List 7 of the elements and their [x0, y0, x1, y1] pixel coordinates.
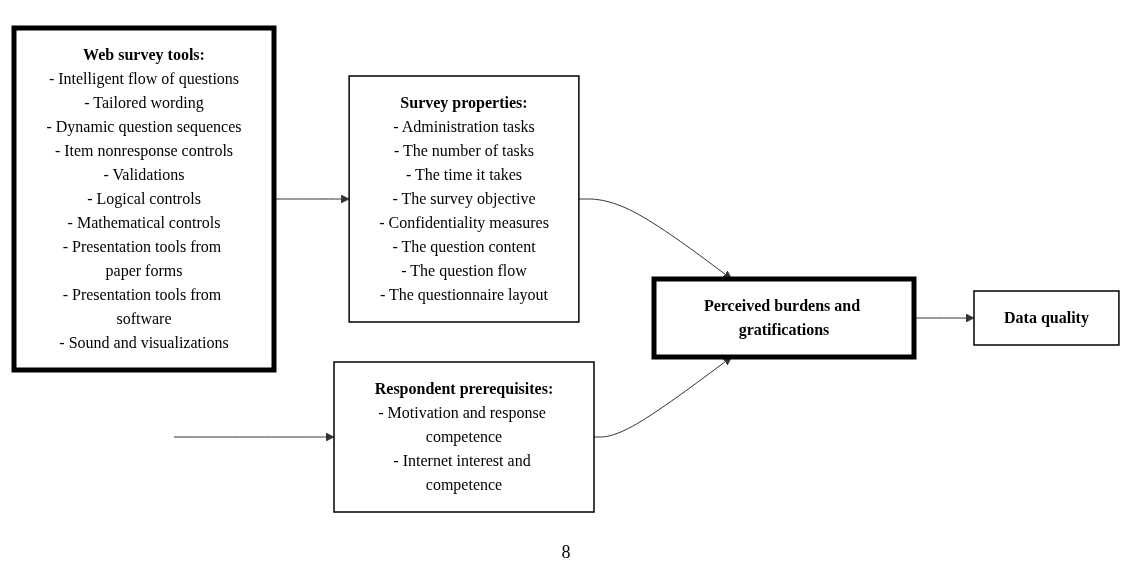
- node-box: Data quality: [972, 290, 1120, 346]
- arrow: [173, 432, 334, 442]
- node-box: Perceived burdens and gratifications: [651, 276, 917, 360]
- node-box: Web survey tools: - Intelligent flow of questions - Tailored wording - Dynamic question sequences - Item nonresponse controls - Validations - Logical controls - Mathematical controls - Presentation tools from paper forms - Presentation tools from software - Sound and visualizations: [11, 25, 277, 373]
- page-number: 8: [561, 542, 571, 562]
- node-box: Survey properties: - Administration tasks - The number of tasks - The time it takes - The survey objective - Confidentiality measures - The question content - The question flow - The questionnaire layout: [347, 75, 580, 323]
- node-box: Respondent prerequisites: - Motivation and response competence - Internet interest and competence: [332, 361, 595, 513]
